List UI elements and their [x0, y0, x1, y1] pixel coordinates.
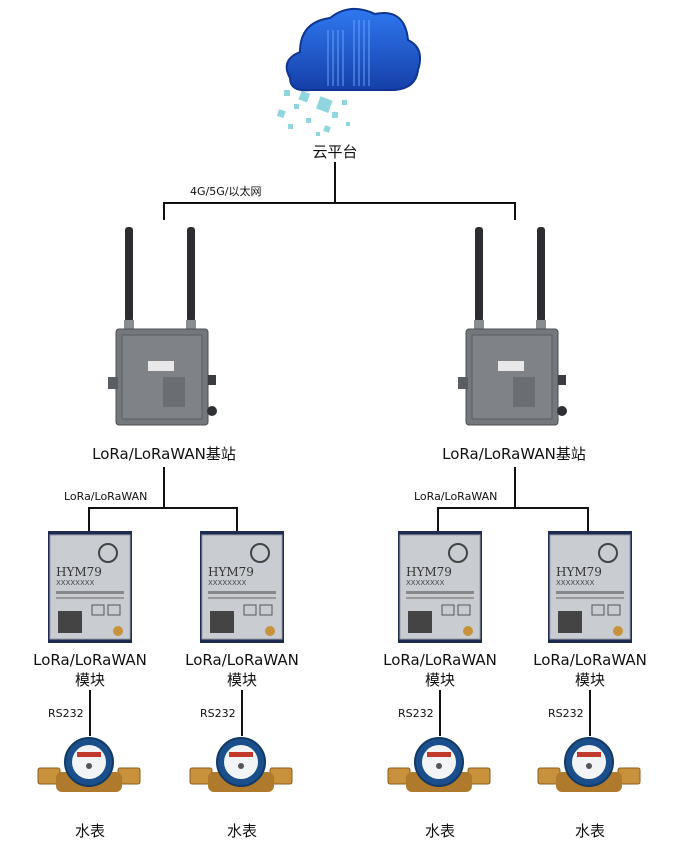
uplink-label: 4G/5G/以太网 — [190, 185, 262, 198]
rs232-label-1: RS232 — [48, 707, 84, 720]
rs232-label-4: RS232 — [548, 707, 584, 720]
chip-serial-text: XXXXXXXX — [406, 579, 445, 587]
downlink-drop-1a — [88, 507, 90, 531]
water-meter-3 — [387, 737, 491, 796]
downlink-label-1: LoRa/LoRaWAN — [64, 490, 148, 503]
chip-model-text: HYM79 — [556, 565, 602, 579]
chip-serial-text: XXXXXXXX — [208, 579, 247, 587]
cloud-icon — [276, 7, 421, 136]
gateway-device-2 — [458, 227, 567, 426]
rs232-label-2: RS232 — [200, 707, 236, 720]
chip-model-text: HYM79 — [208, 565, 254, 579]
downlink-line-1 — [163, 467, 165, 509]
uplink-line-vertical — [334, 162, 336, 204]
gateway-device-1 — [108, 227, 217, 426]
meter-label-4: 水表 — [574, 822, 605, 840]
uplink-drop-right — [514, 202, 516, 220]
chip-serial-text: XXXXXXXX — [56, 579, 95, 587]
downlink-drop-2a — [437, 507, 439, 531]
downlink-drop-1b — [236, 507, 238, 531]
downlink-line-2 — [514, 467, 516, 509]
chip-serial-text: XXXXXXXX — [556, 579, 595, 587]
chip-model-text: HYM79 — [406, 565, 452, 579]
meter-label-2: 水表 — [226, 822, 257, 840]
rs232-line-4 — [589, 690, 591, 736]
downlink-bar-2 — [437, 507, 589, 509]
cloud-label: 云平台 — [312, 143, 358, 161]
uplink-line-horizontal — [163, 202, 516, 204]
rs232-line-3 — [439, 690, 441, 736]
meter-label-3: 水表 — [424, 822, 455, 840]
downlink-drop-2b — [587, 507, 589, 531]
rs232-line-1 — [89, 690, 91, 736]
gateway-label-2: LoRa/LoRaWAN基站 — [442, 445, 586, 463]
gateway-label-1: LoRa/LoRaWAN基站 — [92, 445, 236, 463]
chip-model-text: HYM79 — [56, 565, 102, 579]
uplink-drop-left — [163, 202, 165, 220]
water-meter-1 — [37, 737, 141, 796]
water-meter-2 — [189, 737, 293, 796]
meter-label-1: 水表 — [74, 822, 105, 840]
rs232-label-3: RS232 — [398, 707, 434, 720]
downlink-label-2: LoRa/LoRaWAN — [414, 490, 498, 503]
rs232-line-2 — [241, 690, 243, 736]
downlink-bar-1 — [88, 507, 238, 509]
water-meter-4 — [537, 737, 641, 796]
